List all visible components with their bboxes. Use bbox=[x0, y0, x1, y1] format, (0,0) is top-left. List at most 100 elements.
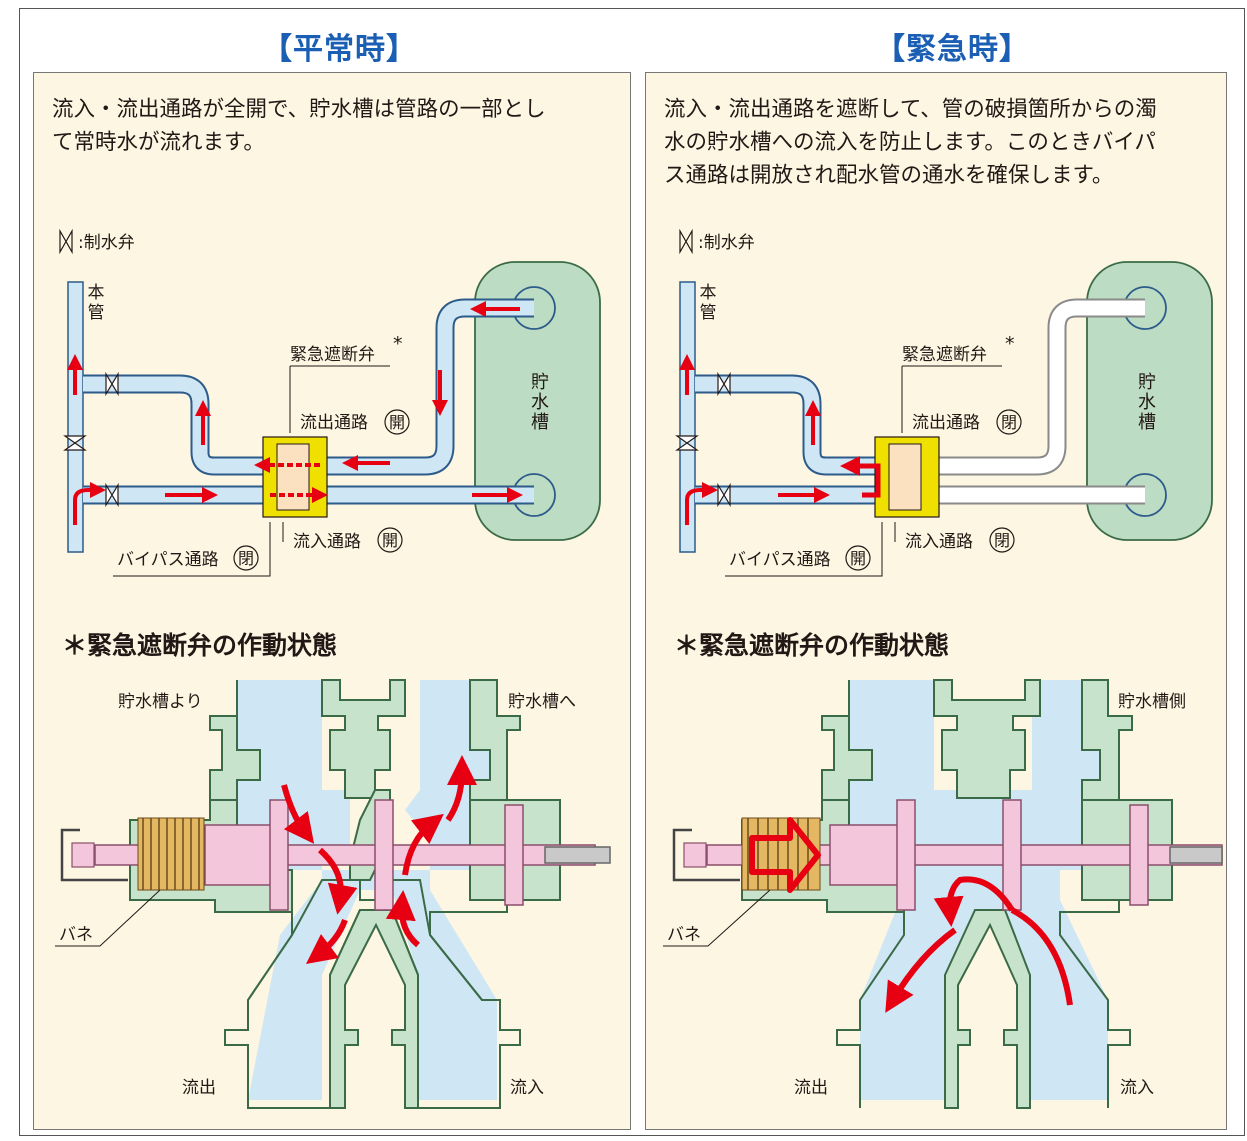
flow-arrow bbox=[885, 927, 957, 1013]
upper-branch-pipe-outline bbox=[83, 374, 272, 476]
from-tank-label: 貯水槽より bbox=[118, 692, 203, 712]
main-gate-valve-icon bbox=[63, 435, 87, 451]
upper-branch-pipe bbox=[83, 376, 272, 474]
bypass-status: 閉 bbox=[238, 549, 254, 568]
flow-arrow bbox=[933, 876, 1015, 927]
spring-push-arrow bbox=[749, 817, 821, 893]
normal-section-title: ＊緊急遮断弁の作動状態 bbox=[62, 631, 338, 660]
flow-arrow bbox=[281, 784, 315, 844]
inflow-status: 開 bbox=[382, 531, 398, 550]
right-flange bbox=[1081, 679, 1133, 801]
tank-label-3: 槽 bbox=[1138, 412, 1156, 433]
emergency-section-title: ＊緊急遮断弁の作動状態 bbox=[674, 631, 950, 660]
outflow-label: 流出 bbox=[794, 1078, 828, 1098]
flow-arrow bbox=[317, 847, 358, 915]
center-divider bbox=[944, 909, 1031, 1109]
outflow-passage-label: 流出通路 bbox=[912, 413, 980, 433]
tank bbox=[1086, 261, 1213, 541]
emergency-valve-label: 緊急遮断弁 bbox=[902, 345, 987, 365]
spring-label: バネ bbox=[667, 925, 701, 945]
outlet-walls bbox=[224, 879, 521, 1109]
stem-nut bbox=[683, 842, 707, 868]
spring-label: バネ bbox=[59, 925, 93, 945]
inflow-label: 流入 bbox=[1120, 1078, 1154, 1098]
bypass-callout-line bbox=[113, 522, 271, 577]
emergency-valve-label: 緊急遮断弁 bbox=[290, 345, 375, 365]
tank-label-1: 貯 bbox=[1138, 372, 1156, 393]
valve-callout-line bbox=[289, 365, 390, 433]
outflow-passage-label: 流出通路 bbox=[300, 413, 368, 433]
valve-legend-icon bbox=[59, 228, 73, 255]
inflow-passage-label: 流入通路 bbox=[905, 532, 973, 552]
outflow-status: 開 bbox=[389, 413, 405, 432]
main-gate-valve-icon bbox=[675, 435, 699, 451]
outer-frame bbox=[19, 8, 1245, 1136]
emergency-valve-cross-section: 貯水槽側 バネ 流出 流入 bbox=[663, 679, 1223, 1109]
main-pipe-label-2: 管 bbox=[700, 303, 717, 323]
tank-label-1: 貯 bbox=[531, 372, 549, 393]
bypass-status: 開 bbox=[850, 549, 866, 568]
main-pipe bbox=[67, 281, 84, 553]
outflow-pipe bbox=[320, 300, 534, 474]
valve-legend-label: :制水弁 bbox=[698, 233, 755, 253]
valve-disc-left bbox=[896, 799, 916, 911]
valve-rod-end bbox=[544, 846, 611, 864]
bypass-flow-arrow bbox=[840, 456, 881, 498]
bypass-passage-label: バイパス通路 bbox=[117, 550, 219, 570]
flow-arrow bbox=[402, 813, 444, 876]
valve-disc-right bbox=[374, 799, 394, 911]
valve-asterisk: * bbox=[393, 333, 403, 355]
flow-arrow bbox=[73, 482, 106, 525]
stem-nut bbox=[71, 842, 95, 868]
left-flange bbox=[209, 680, 261, 801]
spring-callout-line bbox=[55, 889, 161, 947]
right-flange bbox=[469, 679, 521, 801]
handle-bracket bbox=[60, 828, 128, 882]
flow-arrow bbox=[385, 890, 421, 948]
middle-flange bbox=[321, 679, 406, 799]
emergency-pipe-diagram: :制水弁 貯 水 槽 本 管 bbox=[675, 228, 1213, 577]
flow-arrow bbox=[445, 755, 477, 822]
bypass-callout-line bbox=[725, 522, 883, 577]
inflow-status-circle bbox=[377, 527, 403, 553]
outlet-wall-right bbox=[1059, 900, 1131, 1108]
to-tank-label: 貯水槽へ bbox=[508, 692, 576, 712]
handle-bracket bbox=[672, 828, 740, 882]
emergency-valve-core bbox=[888, 443, 922, 511]
bypass-status-circle bbox=[845, 545, 871, 571]
valve-guide bbox=[504, 804, 524, 906]
valve-disc-left bbox=[269, 799, 289, 911]
outflow-pipe-empty bbox=[932, 300, 1145, 474]
valve-legend-icon bbox=[679, 228, 693, 255]
outlet-wall-left bbox=[836, 912, 905, 1108]
tank-label-2: 水 bbox=[531, 392, 549, 413]
bypass-passage-label: バイパス通路 bbox=[729, 550, 831, 570]
emergency-description: 流入・流出通路を遮断して、管の破損箇所からの濁 水の貯水槽への流入を防止します。… bbox=[664, 97, 1157, 188]
upper-gate-valve-icon bbox=[105, 371, 119, 397]
bypass-status-circle bbox=[233, 545, 259, 571]
emergency-valve-core bbox=[276, 443, 310, 511]
valve-rod-end bbox=[1169, 846, 1223, 864]
middle-flange bbox=[933, 679, 1041, 799]
normal-title: 【平常時】 bbox=[262, 32, 417, 67]
tank-label-3: 槽 bbox=[531, 412, 549, 433]
outflow-status: 閉 bbox=[1001, 413, 1017, 432]
center-divider bbox=[329, 909, 419, 1109]
valve-guide bbox=[1129, 804, 1149, 906]
inflow-status: 閉 bbox=[994, 531, 1010, 550]
flow-arrow bbox=[685, 482, 718, 525]
valve-asterisk: * bbox=[1005, 333, 1015, 355]
upper-gate-valve-icon bbox=[717, 371, 731, 397]
flow-arrow bbox=[1010, 907, 1073, 1006]
main-pipe-label-2: 管 bbox=[88, 303, 105, 323]
tank bbox=[474, 261, 601, 541]
inflow-status-circle bbox=[989, 527, 1015, 553]
lower-gate-valve-icon bbox=[717, 482, 731, 508]
water-channels bbox=[230, 680, 497, 1100]
inflow-passage-label: 流入通路 bbox=[293, 532, 361, 552]
outflow-status-circle bbox=[996, 409, 1022, 435]
lower-gate-valve-icon bbox=[105, 482, 119, 508]
valve-callout-line bbox=[901, 365, 1002, 433]
